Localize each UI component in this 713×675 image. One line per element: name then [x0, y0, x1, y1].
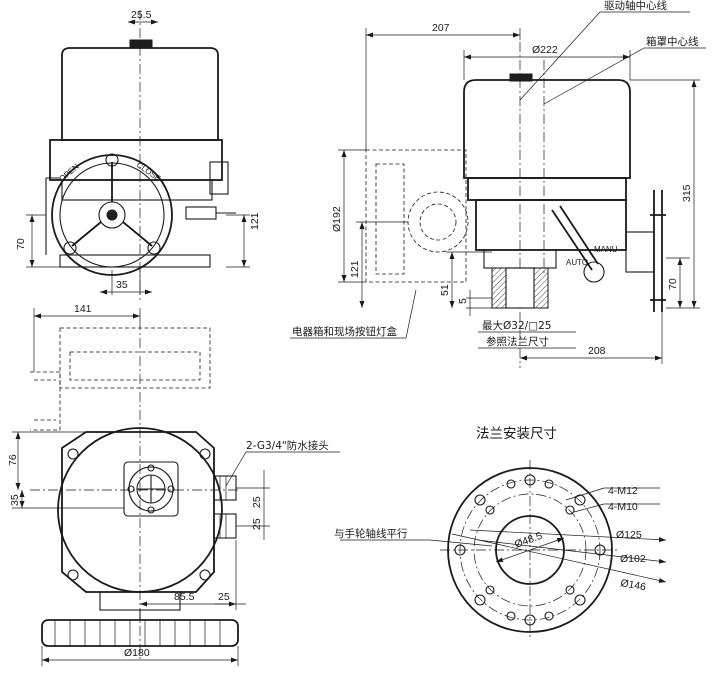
dim-25-5: 25.5	[131, 9, 152, 21]
callout-connector: 2-G3/4"防水接头	[246, 439, 329, 452]
dim-315: 315	[681, 184, 693, 202]
dim-70: 70	[15, 238, 27, 250]
flange-title: 法兰安装尺寸	[476, 426, 557, 442]
callout-parallel: 与手轮轴线平行	[334, 527, 408, 540]
side-cap	[509, 73, 533, 82]
cover-dome	[61, 47, 219, 141]
dim-d180: Ø180	[124, 647, 150, 659]
side-gearbox	[475, 199, 627, 251]
plan-body	[61, 431, 215, 593]
electrical-box-outline	[365, 149, 467, 283]
dim-d222: Ø222	[532, 44, 558, 56]
side-view: MANU AUTO 207 Ø222 Ø192 121 51 5 315	[290, 0, 706, 368]
flange-d146: Ø146	[619, 577, 647, 593]
flange-d125: Ø125	[616, 529, 642, 541]
dim-85-5: 85.5	[174, 591, 195, 603]
callout-electrical-box: 电器箱和现场按钮灯盒	[292, 325, 397, 338]
dim-5: 5	[457, 298, 469, 304]
dim-121-side: 121	[349, 260, 361, 278]
flange-label-m12: 4-M12	[608, 485, 638, 497]
callout-drive-axis: 驱动轴中心线	[604, 0, 667, 12]
dim-35-plan: 35	[9, 494, 21, 506]
note-flange-ref: 参照法兰尺寸	[486, 335, 549, 348]
dim-25-a: 25	[251, 496, 263, 508]
cable-gland	[209, 161, 229, 195]
dim-35: 35	[116, 279, 128, 291]
plan-view: 141 76 35 25 25 85.5 25 Ø180 2-G3/4"防水接头	[7, 303, 340, 666]
dim-208: 208	[588, 345, 606, 357]
flange-label-m10: 4-M10	[608, 501, 638, 513]
dim-207: 207	[432, 22, 450, 34]
cover-cap	[129, 39, 153, 49]
flange-view: 法兰安装尺寸 4-M12 4-M10 Ø48.5 Ø125	[334, 426, 667, 640]
flange-outer	[447, 467, 613, 633]
dim-25-b: 25	[251, 518, 263, 530]
dim-51: 51	[439, 284, 451, 296]
dim-141: 141	[74, 303, 92, 315]
dim-25-c: 25	[218, 591, 230, 603]
dim-d192: Ø192	[331, 206, 343, 232]
label-manu: MANU	[594, 245, 618, 254]
flange-d102: Ø102	[620, 553, 646, 565]
dim-70-side: 70	[667, 278, 679, 290]
plan-box-outline	[59, 327, 211, 389]
side-cover	[463, 79, 631, 179]
dim-76: 76	[7, 454, 19, 466]
front-view: OPEN CLOSE 25.5 70 121 35	[15, 9, 261, 300]
label-auto: AUTO	[566, 258, 588, 267]
callout-cover-axis: 箱罩中心线	[646, 35, 699, 48]
note-max-bore: 最大Ø32/□25	[482, 319, 551, 332]
dim-121: 121	[249, 212, 261, 230]
